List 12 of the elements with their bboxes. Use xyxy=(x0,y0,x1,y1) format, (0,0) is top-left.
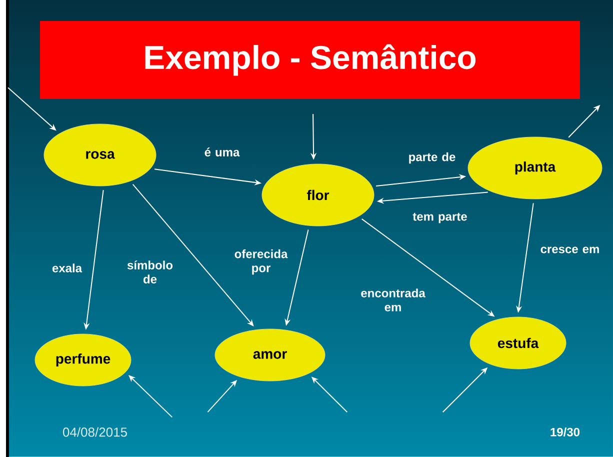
arrow xyxy=(128,375,173,418)
date-text: 04/08/2015 xyxy=(62,427,127,437)
edge-label: é uma xyxy=(204,148,240,156)
edge-label: encontrada em xyxy=(361,288,426,312)
title-banner: Exemplo - Semântico xyxy=(40,21,580,99)
edge-label: tem parte xyxy=(412,212,467,224)
page-number: 19/30 xyxy=(550,428,580,436)
edge-label: exala xyxy=(52,264,82,272)
edge-label: cresce em xyxy=(540,246,599,254)
edge-label: oferecida por xyxy=(234,249,288,275)
edge-label: símbolo de xyxy=(127,260,173,284)
edge-label: parte de xyxy=(409,152,456,164)
